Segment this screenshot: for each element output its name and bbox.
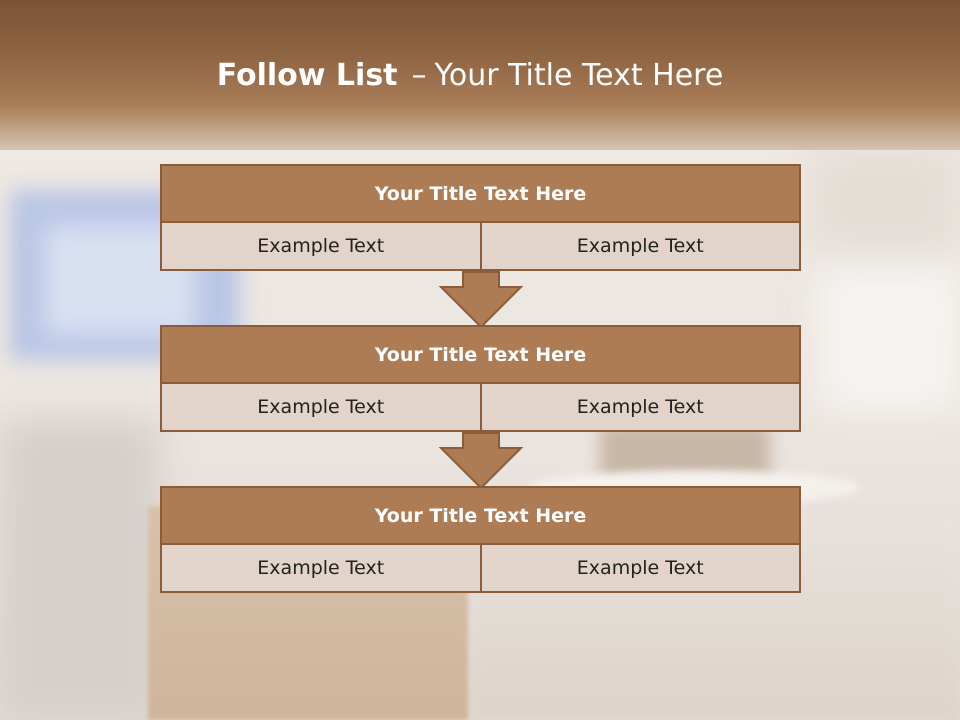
block-title: Your Title Text Here [162,327,799,384]
block-row: Example Text Example Text [162,545,799,591]
list-block-2: Your Title Text Here Example Text Exampl… [160,325,801,432]
down-arrow-icon [438,271,524,329]
block-row: Example Text Example Text [162,384,799,430]
block-cell-right: Example Text [479,223,799,269]
list-block-3: Your Title Text Here Example Text Exampl… [160,486,801,593]
slide-title-rest: Your Title Text Here [434,58,724,93]
block-cell-left: Example Text [162,384,480,430]
slide-title-dash: – [411,58,427,93]
slide-title: Follow List–Your Title Text Here [0,56,940,96]
down-arrow-icon [438,432,524,490]
block-cell-left: Example Text [162,223,480,269]
block-title: Your Title Text Here [162,488,799,545]
slide-title-bold: Follow List [216,58,398,93]
block-cell-right: Example Text [479,384,799,430]
block-cell-left: Example Text [162,545,480,591]
block-row: Example Text Example Text [162,223,799,269]
block-title: Your Title Text Here [162,166,799,223]
block-cell-right: Example Text [479,545,799,591]
list-block-1: Your Title Text Here Example Text Exampl… [160,164,801,271]
